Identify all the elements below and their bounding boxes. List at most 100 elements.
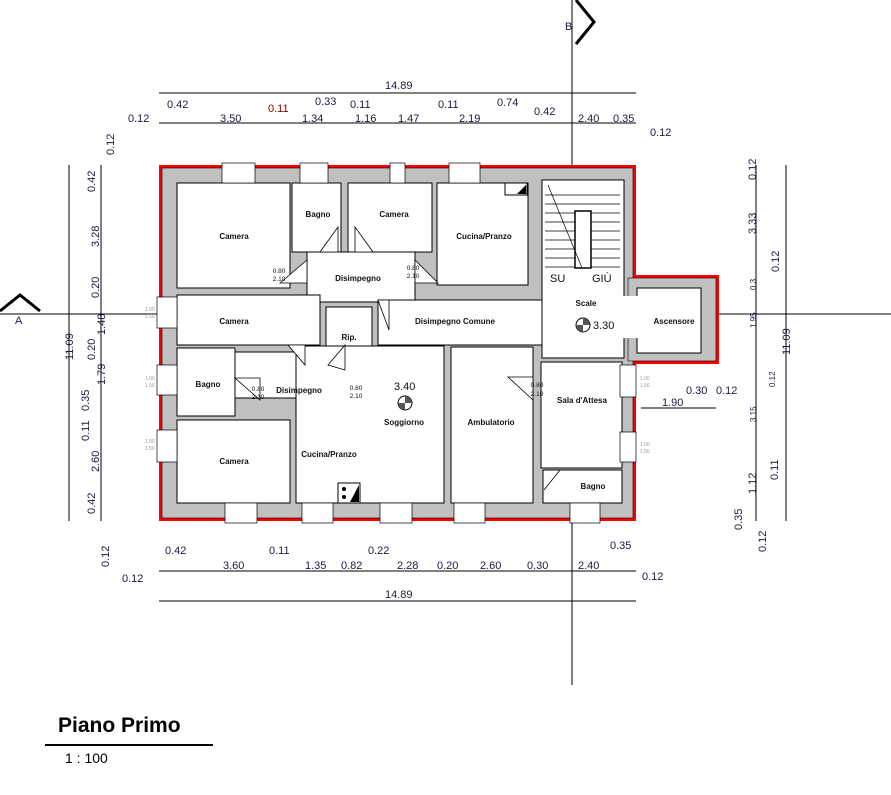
svg-text:0.35: 0.35	[610, 540, 631, 552]
svg-text:0.35: 0.35	[80, 390, 92, 411]
page-title: Piano Primo	[58, 714, 181, 737]
svg-text:1.56: 1.56	[145, 383, 155, 389]
room-camera-mid	[176, 294, 321, 346]
svg-text:0.12: 0.12	[757, 531, 769, 552]
svg-text:0.20: 0.20	[90, 277, 102, 298]
svg-text:Ambulatorio: Ambulatorio	[467, 418, 514, 427]
svg-text:2.28: 2.28	[397, 560, 418, 572]
svg-text:1.00: 1.00	[640, 442, 650, 448]
svg-text:0.12: 0.12	[768, 371, 777, 387]
svg-text:2.10: 2.10	[252, 394, 265, 401]
svg-text:0.42: 0.42	[86, 493, 98, 514]
svg-text:Sala d'Attesa: Sala d'Attesa	[557, 396, 607, 405]
dimensions-left: 11.09 0.12 0.42 3.28 0.20 1.48 0.20 1.79…	[64, 134, 117, 567]
svg-text:0.12: 0.12	[122, 573, 143, 585]
svg-text:2.10: 2.10	[273, 276, 286, 283]
svg-text:0.35: 0.35	[613, 113, 634, 125]
svg-text:2.10: 2.10	[531, 391, 544, 398]
svg-text:Bagno: Bagno	[196, 380, 221, 389]
svg-text:11.09: 11.09	[64, 333, 76, 360]
room-soggiorno	[295, 345, 445, 504]
section-marker-b-icon	[574, 0, 596, 45]
svg-text:Camera: Camera	[219, 317, 249, 326]
svg-text:0.12: 0.12	[770, 251, 782, 272]
svg-text:0.12: 0.12	[716, 385, 737, 397]
svg-text:1.56: 1.56	[145, 314, 155, 320]
svg-text:0.12: 0.12	[650, 127, 671, 139]
svg-text:1.56: 1.56	[145, 446, 155, 452]
svg-text:0.74: 0.74	[497, 97, 518, 109]
svg-text:1.56: 1.56	[640, 449, 650, 455]
svg-text:1.12: 1.12	[747, 473, 759, 494]
svg-text:0.12: 0.12	[100, 546, 112, 567]
svg-text:Scale: Scale	[576, 299, 597, 308]
svg-text:0.22: 0.22	[368, 545, 389, 557]
svg-text:11.09: 11.09	[781, 328, 793, 355]
svg-text:2.60: 2.60	[90, 451, 102, 472]
door-labels: 0.802.10 0.802.10 0.802.10 0.802.10 0.80…	[252, 265, 544, 401]
svg-text:Bagno: Bagno	[581, 482, 606, 491]
svg-text:1.00: 1.00	[145, 439, 155, 445]
svg-text:0.42: 0.42	[534, 106, 555, 118]
svg-text:0.82: 0.82	[341, 560, 362, 572]
svg-text:1.47: 1.47	[398, 113, 419, 125]
svg-text:3.33: 3.33	[747, 213, 759, 234]
svg-text:1.95: 1.95	[749, 312, 758, 328]
svg-text:1.00: 1.00	[640, 376, 650, 382]
room-labels: Camera Bagno Camera Cucina/Pranzo Disimp…	[196, 210, 695, 491]
svg-text:0.30: 0.30	[527, 560, 548, 572]
elevation-scale: 3.30	[593, 320, 614, 332]
room-ambulatorio	[450, 346, 534, 504]
svg-text:Camera: Camera	[219, 232, 249, 241]
svg-text:0.80: 0.80	[350, 385, 363, 392]
svg-text:Rip.: Rip.	[341, 333, 356, 342]
svg-text:0.20: 0.20	[437, 560, 458, 572]
room-disimpegno-comune	[377, 299, 543, 346]
svg-text:1.90: 1.90	[662, 397, 683, 409]
svg-text:1.79: 1.79	[96, 364, 108, 385]
svg-text:Disimpegno Comune: Disimpegno Comune	[415, 317, 496, 326]
dimension-lines	[68, 92, 787, 602]
svg-text:Camera: Camera	[379, 210, 409, 219]
windows	[156, 162, 637, 524]
svg-text:0.11: 0.11	[269, 545, 290, 557]
elevation-marker-scale-icon	[575, 317, 591, 333]
room-ascensore	[636, 287, 702, 354]
svg-text:0.12: 0.12	[747, 159, 759, 180]
room-bagno-br	[542, 469, 623, 504]
elevation-marker-soggiorno-icon	[397, 395, 413, 411]
svg-text:Cucina/Pranzo: Cucina/Pranzo	[456, 232, 512, 241]
svg-text:Soggiorno: Soggiorno	[384, 418, 424, 427]
svg-text:14.89: 14.89	[385, 80, 413, 92]
svg-text:0.11: 0.11	[350, 99, 371, 111]
stairs	[545, 184, 620, 269]
svg-text:1.00: 1.00	[145, 376, 155, 382]
svg-text:0.12: 0.12	[105, 134, 117, 155]
room-disimpegno-left	[234, 351, 306, 399]
svg-text:Disimpegno: Disimpegno	[335, 274, 381, 283]
svg-text:0.3: 0.3	[749, 278, 758, 290]
room-sala-attesa	[540, 361, 623, 469]
svg-text:GIÙ: GIÙ	[592, 272, 612, 285]
svg-text:0.80: 0.80	[407, 265, 420, 272]
svg-text:3.50: 3.50	[220, 113, 241, 125]
svg-text:0.42: 0.42	[165, 545, 186, 557]
svg-text:1.34: 1.34	[302, 113, 323, 125]
svg-text:0.11: 0.11	[438, 99, 459, 111]
dimensions-right: 11.09 0.12 3.33 0.3 0.12 1.95 0.12 3.15 …	[662, 159, 793, 552]
section-label-b: B	[565, 21, 572, 33]
section-label-a: A	[15, 315, 23, 327]
svg-text:2.10: 2.10	[350, 393, 363, 400]
svg-text:1.56: 1.56	[640, 383, 650, 389]
svg-text:0.33: 0.33	[315, 96, 336, 108]
svg-text:0.11: 0.11	[268, 103, 289, 115]
svg-text:Camera: Camera	[219, 457, 249, 466]
room-camera-bl	[176, 419, 291, 504]
svg-text:SU: SU	[550, 273, 565, 285]
svg-text:Bagno: Bagno	[306, 210, 331, 219]
svg-text:0.35: 0.35	[733, 509, 745, 530]
svg-text:1.00: 1.00	[145, 307, 155, 313]
svg-text:2.19: 2.19	[459, 113, 480, 125]
svg-text:2.10: 2.10	[407, 273, 420, 280]
